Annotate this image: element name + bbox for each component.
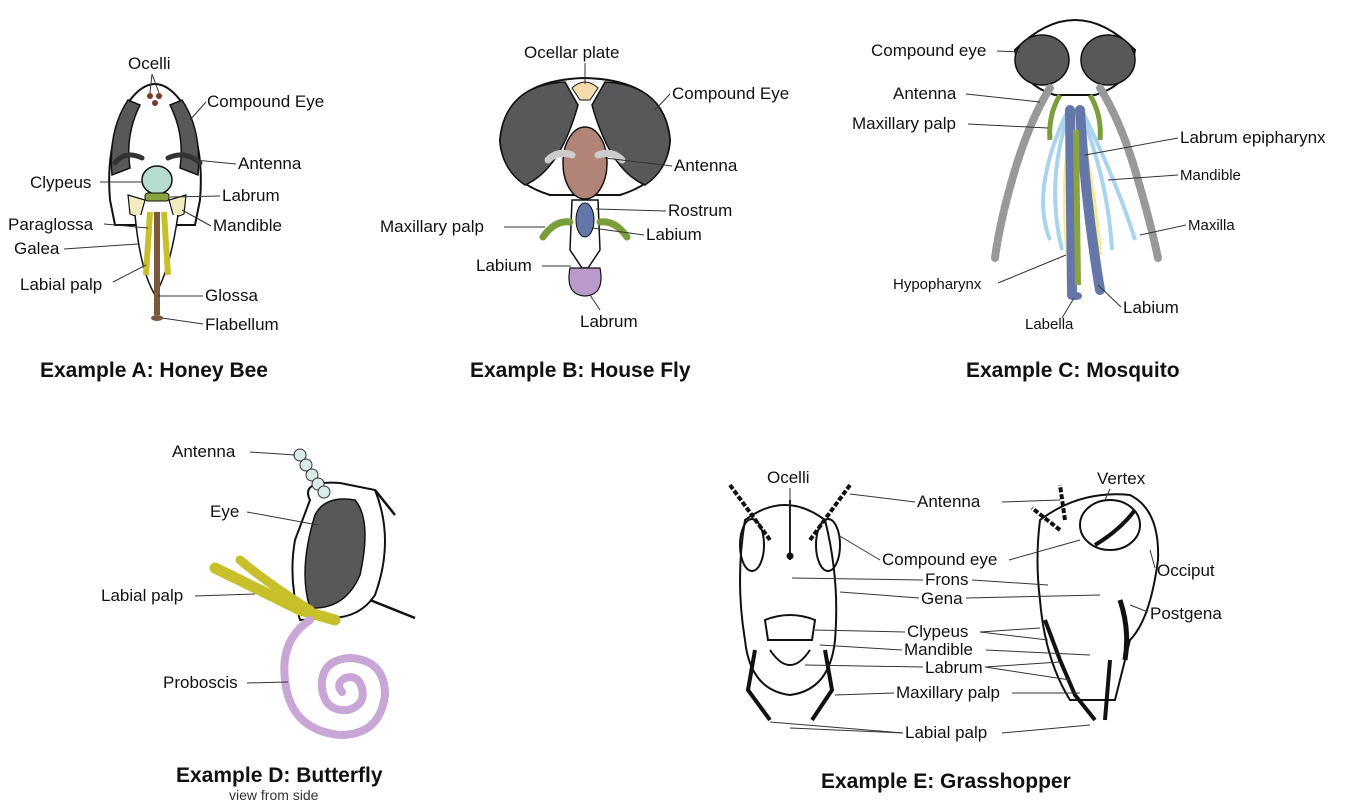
- label-clypeus: Clypeus: [907, 622, 968, 641]
- grasshopper-front-head: [740, 505, 836, 695]
- butterfly-proboscis: [284, 620, 385, 735]
- label-labium: Labium: [1123, 298, 1179, 317]
- label-glossa: Glossa: [205, 286, 258, 305]
- label-mandible: Mandible: [904, 640, 973, 659]
- label-antenna: Antenna: [172, 442, 236, 461]
- label-compound-eye: Compound eye: [871, 41, 986, 60]
- bee-ocellus: [156, 93, 162, 99]
- label-labrum-epipharynx: Labrum epipharynx: [1180, 128, 1326, 147]
- mosquito-green-stylet: [1076, 130, 1078, 285]
- label-antenna: Antenna: [893, 84, 957, 103]
- label-compound-eye: Compound Eye: [672, 84, 789, 103]
- bee-clypeus: [142, 166, 172, 194]
- label-gena: Gena: [921, 589, 963, 608]
- mosquito-left-antenna: [995, 88, 1050, 258]
- label-compound-eye: Compound Eye: [207, 92, 324, 111]
- mosquito-labella: [1070, 292, 1082, 300]
- mosquito-figure: [995, 20, 1158, 300]
- bee-right-labial-palp: [164, 212, 168, 275]
- caption-house-fly: Example B: House Fly: [470, 359, 691, 382]
- label-labium-left: Labium: [476, 256, 532, 275]
- caption-grasshopper: Example E: Grasshopper: [821, 770, 1071, 793]
- label-clypeus: Clypeus: [30, 173, 91, 192]
- bee-flabellum: [151, 315, 163, 321]
- bee-labrum: [145, 193, 169, 201]
- label-maxillary-palp: Maxillary palp: [380, 217, 484, 236]
- caption-honey-bee: Example A: Honey Bee: [40, 359, 268, 382]
- label-antenna: Antenna: [238, 154, 302, 173]
- label-maxilla: Maxilla: [1188, 217, 1235, 234]
- grasshopper-side-figure: [1032, 485, 1158, 720]
- fly-rostrum: [563, 127, 607, 199]
- label-antenna: Antenna: [917, 492, 981, 511]
- label-eye: Eye: [210, 502, 239, 521]
- label-occiput: Occiput: [1157, 561, 1215, 580]
- bee-ocellus: [152, 100, 158, 106]
- label-labrum: Labrum: [925, 658, 983, 677]
- label-hypopharynx: Hypopharynx: [893, 276, 982, 293]
- butterfly-figure: [215, 449, 415, 735]
- label-mandible: Mandible: [213, 216, 282, 235]
- label-rostrum: Rostrum: [668, 201, 732, 220]
- label-ocelli: Ocelli: [767, 468, 810, 487]
- grasshopper-ocellus: [788, 554, 793, 559]
- label-ocelli: Ocelli: [128, 54, 171, 73]
- label-maxillary-palp: Maxillary palp: [896, 683, 1000, 702]
- grasshopper-front-right-antenna: [810, 485, 850, 540]
- label-labium-right: Labium: [646, 225, 702, 244]
- mosquito-right-compound-eye: [1081, 35, 1135, 85]
- label-paraglossa: Paraglossa: [8, 215, 94, 234]
- label-flabellum: Flabellum: [205, 315, 279, 334]
- honey-bee-figure: [109, 84, 201, 321]
- label-maxillary-palp: Maxillary palp: [852, 114, 956, 133]
- label-mandible: Mandible: [1180, 167, 1241, 184]
- label-labella: Labella: [1025, 316, 1074, 333]
- label-postgena: Postgena: [1150, 604, 1222, 623]
- label-vertex: Vertex: [1097, 469, 1146, 488]
- caption-mosquito: Example C: Mosquito: [966, 359, 1180, 382]
- label-frons: Frons: [925, 570, 968, 589]
- mosquito-left-compound-eye: [1015, 35, 1069, 85]
- label-labial-palp: Labial palp: [101, 586, 183, 605]
- label-compound-eye: Compound eye: [882, 550, 997, 569]
- mosquito-labium: [1070, 110, 1072, 295]
- label-galea: Galea: [14, 239, 60, 258]
- label-labial-palp: Labial palp: [905, 723, 987, 742]
- bee-ocellus: [147, 93, 153, 99]
- fly-left-maxillary-palp: [543, 222, 570, 237]
- label-labial-palp: Labial palp: [20, 275, 102, 294]
- bee-left-labial-palp: [146, 212, 150, 275]
- fly-labrum-lobe: [569, 268, 601, 296]
- label-ocellar-plate: Ocellar plate: [524, 43, 619, 62]
- label-antenna: Antenna: [674, 156, 738, 175]
- label-labrum: Labrum: [580, 312, 638, 331]
- fly-labium-inner: [576, 203, 594, 237]
- caption-butterfly: Example D: Butterfly: [176, 764, 383, 787]
- label-labrum: Labrum: [222, 186, 280, 205]
- subcaption-butterfly: view from side: [229, 787, 319, 803]
- label-proboscis: Proboscis: [163, 673, 238, 692]
